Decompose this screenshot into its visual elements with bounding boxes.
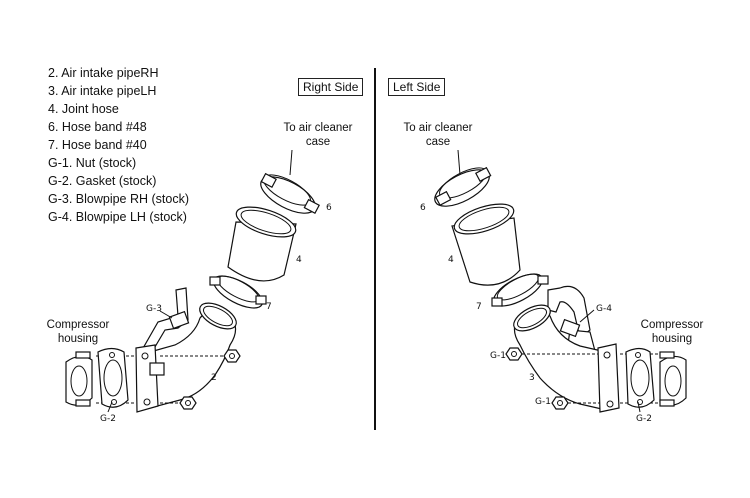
label-line: case bbox=[305, 136, 331, 148]
right-side-title: Right Side bbox=[298, 78, 364, 96]
nut-lower bbox=[179, 396, 197, 410]
part-number-6-lh: 6 bbox=[420, 203, 426, 213]
hose-band-40-lh bbox=[491, 273, 549, 307]
part-number-4: 4 bbox=[296, 255, 302, 265]
part-number-3: 3 bbox=[529, 373, 535, 383]
hose-band-48 bbox=[260, 172, 320, 215]
left-side-title: Left Side bbox=[388, 78, 446, 96]
part-number-7-lh: 7 bbox=[476, 302, 482, 312]
label-line: housing bbox=[57, 333, 99, 345]
air-cleaner-label-lh: To air cleaner case bbox=[398, 121, 478, 149]
intake-pipe-rh bbox=[135, 302, 237, 413]
legend-item: 3. Air intake pipeLH bbox=[48, 84, 157, 98]
part-number-g2-lh: G-2 bbox=[636, 414, 652, 424]
part-number-6: 6 bbox=[326, 203, 332, 213]
legend-item: 7. Hose band #40 bbox=[48, 138, 147, 152]
legend-item: G-2. Gasket (stock) bbox=[48, 174, 157, 188]
label-line: To air cleaner bbox=[283, 122, 353, 134]
part-number-g1-upper: G-1 bbox=[490, 351, 506, 361]
joint-hose bbox=[227, 206, 297, 282]
right-side-assembly bbox=[65, 149, 320, 413]
part-number-g4: G-4 bbox=[596, 304, 612, 314]
air-cleaner-label-rh: To air cleaner case bbox=[278, 121, 358, 149]
stud bbox=[659, 351, 675, 359]
part-number-7: 7 bbox=[266, 302, 272, 312]
parts-legend: 2. Air intake pipeRH 3. Air intake pipeL… bbox=[48, 64, 189, 226]
compressor-label-rh: Compressor housing bbox=[40, 318, 116, 346]
legend-item: 6. Hose band #48 bbox=[48, 120, 147, 134]
label-line: case bbox=[425, 136, 451, 148]
compressor-label-lh: Compressor housing bbox=[634, 318, 710, 346]
part-number-g3: G-3 bbox=[146, 304, 162, 314]
compressor-flange-lh bbox=[659, 355, 687, 406]
part-number-g1-lower: G-1 bbox=[535, 397, 551, 407]
legend-item: G-1. Nut (stock) bbox=[48, 156, 137, 170]
label-line: Compressor bbox=[640, 319, 704, 331]
hose-band-48-lh bbox=[434, 166, 492, 207]
stud bbox=[75, 351, 91, 359]
label-line: Compressor bbox=[46, 319, 110, 331]
part-number-g2: G-2 bbox=[100, 414, 116, 424]
nut-upper-lh bbox=[505, 347, 523, 361]
part-number-2: 2 bbox=[211, 373, 217, 383]
label-line: housing bbox=[651, 333, 693, 345]
gasket-g2-lh bbox=[625, 347, 655, 408]
legend-item: G-3. Blowpipe RH (stock) bbox=[48, 192, 190, 206]
part-number-4-lh: 4 bbox=[448, 255, 454, 265]
left-side-assembly bbox=[434, 149, 687, 413]
stud bbox=[659, 399, 675, 407]
hose-band-40 bbox=[209, 275, 267, 309]
nut-lower-lh bbox=[551, 396, 569, 410]
legend-item: G-4. Blowpipe LH (stock) bbox=[48, 210, 187, 224]
intake-pipe-lh bbox=[513, 304, 620, 413]
joint-hose-lh bbox=[451, 203, 521, 286]
nut-upper bbox=[223, 349, 241, 363]
compressor-flange-rh bbox=[65, 355, 93, 406]
label-line: To air cleaner bbox=[403, 122, 473, 134]
legend-item: 4. Joint hose bbox=[48, 102, 119, 116]
gasket-g2 bbox=[97, 347, 129, 408]
legend-item: 2. Air intake pipeRH bbox=[48, 66, 159, 80]
stud bbox=[75, 399, 91, 407]
